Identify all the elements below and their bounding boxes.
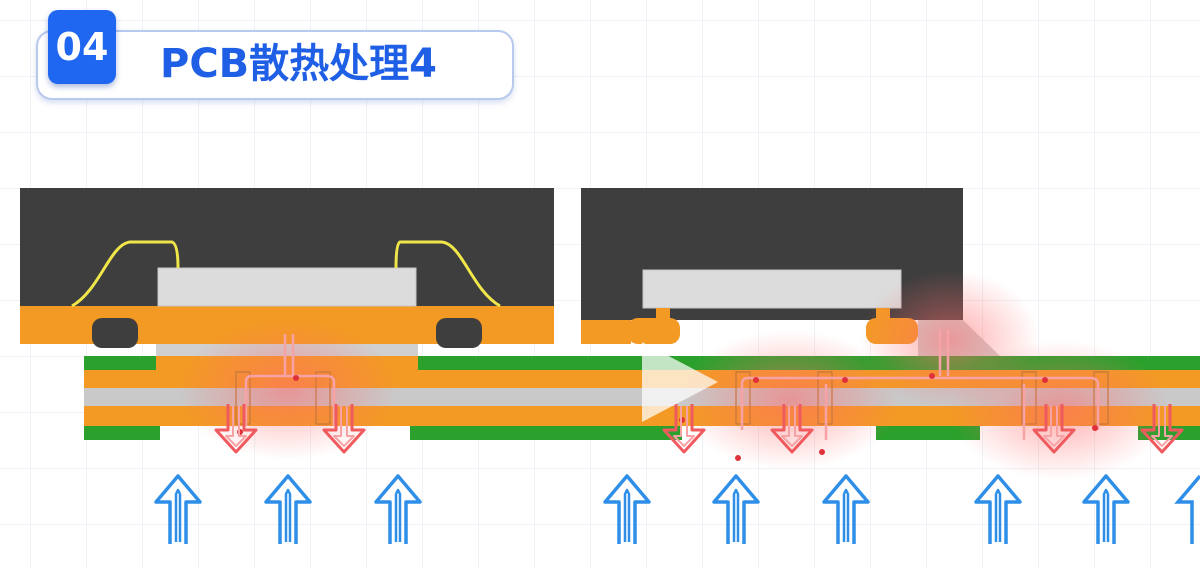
cool-arrow-up-icon [374,474,422,546]
page-title: PCB散热处理4 [160,41,437,87]
cool-arrow-up-icon [1082,474,1130,546]
right-die [642,269,902,309]
cool-arrow-up-icon [264,474,312,546]
cool-arrow-up-icon [974,474,1022,546]
cool-arrows [154,474,1200,546]
cool-arrow-up-icon [822,474,870,546]
bond-wire-right [394,240,501,308]
play-icon[interactable] [642,342,718,422]
cool-arrow-up-icon [154,474,202,546]
bond-wire-left [71,240,180,308]
left-die [157,267,417,307]
cool-arrow-up-icon [603,474,651,546]
cool-arrow-up-icon [712,474,760,546]
heat-paths [244,330,1100,440]
section-number-badge: 04 [48,10,116,84]
left-package [20,188,554,356]
